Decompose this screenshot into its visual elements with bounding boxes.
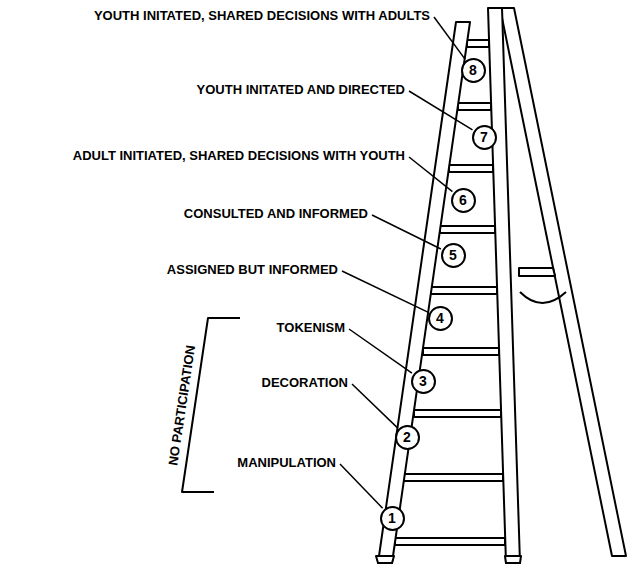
callout-number: 8 [469,63,477,77]
rung [440,226,495,233]
rung [449,165,493,172]
rung [431,287,497,294]
number-circle: 1 [380,506,405,531]
leader-line [409,157,452,192]
number-circle: 3 [411,369,436,394]
rung-label: YOUTH INITATED AND DIRECTED [197,83,405,98]
rail-foot [505,556,521,563]
leader-line [352,384,397,428]
leader-line [434,17,465,59]
spreader [520,292,566,303]
leader-line [409,91,472,130]
rung [395,538,505,545]
left-rail [378,22,470,563]
number-circle: 5 [441,243,466,268]
callout-number: 3 [419,374,427,388]
callout-number: 5 [449,248,457,262]
rung-label: MANIPULATION [237,456,336,471]
number-circle: 4 [428,306,453,331]
back-leg [500,8,626,556]
rung-label: TOKENISM [277,321,345,336]
callout-number: 6 [459,193,467,207]
leader-line [349,329,412,373]
leader-line [340,464,383,508]
bracket-label: NO PARTICIPATION [167,344,200,466]
cross-brace [519,268,555,276]
rung [458,103,491,110]
right-rail [488,8,520,563]
rung [404,474,503,481]
rung [423,348,499,355]
number-circle: 2 [395,425,420,450]
number-circle: 7 [472,125,497,150]
rung [414,410,501,417]
rung-label: YOUTH INITATED, SHARED DECISIONS WITH AD… [94,9,430,24]
callout-number: 2 [403,430,411,444]
rung [467,40,489,47]
leader-line [342,271,428,312]
rail-foot [376,556,394,563]
rung-label: ASSIGNED BUT INFORMED [167,263,338,278]
rung-label: DECORATION [262,376,348,391]
callout-number: 1 [388,511,396,525]
number-circle: 6 [451,188,476,213]
number-circle: 8 [461,58,486,83]
callout-number: 7 [480,130,488,144]
rung-label: ADULT INITIATED, SHARED DECISIONS WITH Y… [73,149,405,164]
leader-line [372,215,441,249]
callout-number: 4 [436,311,444,325]
bracket [182,318,240,492]
rung-label: CONSULTED AND INFORMED [184,207,368,222]
